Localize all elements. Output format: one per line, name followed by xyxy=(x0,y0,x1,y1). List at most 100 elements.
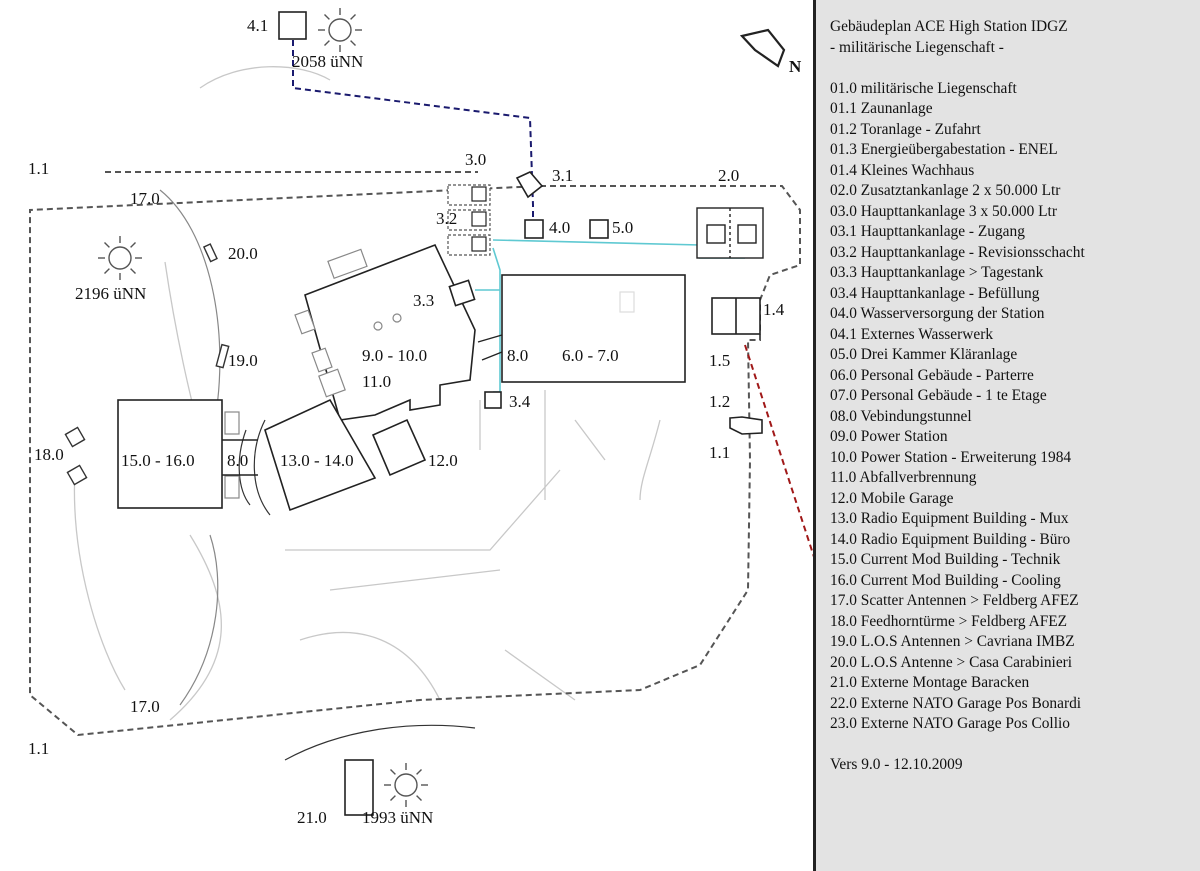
label-15-16: 15.0 - 16.0 xyxy=(121,451,195,470)
legend-item: 13.0 Radio Equipment Building - Mux xyxy=(830,510,1069,527)
bldg-15-16 xyxy=(117,399,223,509)
tank-farm-3-0 xyxy=(447,184,491,256)
feedhorn-18b xyxy=(66,464,88,486)
label-3-3: 3.3 xyxy=(413,291,435,310)
label-1-4: 1.4 xyxy=(763,300,785,319)
legend-item: 22.0 Externe NATO Garage Pos Bonardi xyxy=(830,694,1082,712)
tank-farm-2-0 xyxy=(696,207,764,259)
north-label: N xyxy=(789,57,802,76)
legend-item: 03.2 Haupttankanlage - Revisionsschacht xyxy=(830,243,1085,261)
legend-item: 03.4 Haupttankanlage - Befüllung xyxy=(830,284,1040,302)
label-20-0: 20.0 xyxy=(228,244,258,263)
scatter-arc-17b xyxy=(179,534,219,706)
legend-item: 20.0 L.O.S Antenne > Casa Carabinieri xyxy=(830,653,1073,671)
bldg-4-1 xyxy=(278,11,307,40)
label-4-0: 4.0 xyxy=(549,218,571,237)
legend-item: 04.0 Wasserversorgung der Station xyxy=(830,305,1045,322)
legend-item: 19.0 L.O.S Antennen > Cavriana IMBZ xyxy=(830,633,1075,650)
water-line xyxy=(292,40,534,228)
legend-item: 06.0 Personal Gebäude - Parterre xyxy=(830,366,1034,384)
legend-item: 03.1 Haupttankanlage - Zugang xyxy=(830,223,1025,240)
legend-item: 03.3 Haupttankanlage > Tagestank xyxy=(830,264,1044,281)
legend-item: 05.0 Drei Kammer Kläranlage xyxy=(830,346,1018,363)
legend-item: 10.0 Power Station - Erweiterung 1984 xyxy=(830,448,1072,466)
legend-item: 02.0 Zusatztankanlage 2 x 50.000 Ltr xyxy=(830,182,1061,199)
label-9-10: 9.0 - 10.0 xyxy=(362,346,428,365)
tunnel-connectors xyxy=(222,334,503,476)
tank-access-3-1 xyxy=(515,171,544,199)
legend-item: 08.0 Vebindungstunnel xyxy=(830,407,972,425)
legend-subtitle: - militärische Liegenschaft - xyxy=(830,38,1004,56)
legend-item: 01.2 Toranlage - Zufahrt xyxy=(830,120,981,138)
legend-item: 12.0 Mobile Garage xyxy=(830,489,954,507)
bldg-13-14 xyxy=(264,398,377,512)
legend-item: 01.0 militärische Liegenschaft xyxy=(830,79,1017,97)
bldg-6-7 xyxy=(501,274,686,383)
day-tank-3-3 xyxy=(448,279,476,307)
label-8-0-b: 8.0 xyxy=(227,451,249,470)
elevation-left: 2196 üNN xyxy=(75,284,147,303)
bldg-21 xyxy=(344,759,374,816)
legend-item: 16.0 Current Mod Building - Cooling xyxy=(830,571,1061,589)
legend-panel: Gebäudeplan ACE High Station IDGZ - mili… xyxy=(813,0,1200,871)
legend-item: 11.0 Abfallverbrennung xyxy=(830,469,977,486)
antenna-19 xyxy=(215,343,230,369)
label-17-0-b: 17.0 xyxy=(130,697,160,716)
legend-version: Vers 9.0 - 12.10.2009 xyxy=(830,756,963,773)
legend-item: 03.0 Haupttankanlage 3 x 50.000 Ltr xyxy=(830,202,1057,220)
legend-item: 23.0 Externe NATO Garage Pos Collio xyxy=(830,715,1070,732)
label-1-1: 1.1 xyxy=(28,159,50,178)
label-8-0-a: 8.0 xyxy=(507,346,529,365)
label-1-5: 1.5 xyxy=(709,351,731,370)
legend-item: 14.0 Radio Equipment Building - Büro xyxy=(830,530,1071,548)
label-2-0: 2.0 xyxy=(718,166,740,185)
legend-item: 04.1 Externes Wasserwerk xyxy=(830,325,994,343)
north-arrow-icon xyxy=(739,28,786,68)
site-plan: 4.1 2058 üNN 1.1 3.0 3.1 2.0 17.0 3.2 4.… xyxy=(28,7,813,827)
label-21-0: 21.0 xyxy=(297,808,327,827)
tunnel-arc-inner xyxy=(238,429,251,506)
septic-5-0 xyxy=(589,219,609,239)
sun-icon xyxy=(383,762,429,808)
road-line xyxy=(284,724,476,761)
label-3-2: 3.2 xyxy=(436,209,458,228)
terrain-lines xyxy=(73,66,661,721)
fence-line xyxy=(29,171,801,737)
label-3-4: 3.4 xyxy=(509,392,531,411)
label-1-2: 1.2 xyxy=(709,392,731,411)
antenna-20 xyxy=(202,243,218,263)
label-11-0: 11.0 xyxy=(362,372,392,391)
legend-item: 09.0 Power Station xyxy=(830,428,948,445)
legend-item: 17.0 Scatter Antennen > Feldberg AFEZ xyxy=(830,592,1079,609)
label-12-0: 12.0 xyxy=(428,451,458,470)
tank-fill-3-4 xyxy=(484,391,502,409)
legend-list: 01.0 militärische Liegenschaft 01.1 Zauna… xyxy=(830,79,1200,735)
label-13-14: 13.0 - 14.0 xyxy=(280,451,354,470)
water-supply-4-0 xyxy=(524,219,544,239)
bldg-12 xyxy=(371,418,427,477)
legend-item: 01.4 Kleines Wachhaus xyxy=(830,161,975,179)
gate-1-2 xyxy=(729,416,763,435)
legend-item: 01.1 Zaunanlage xyxy=(830,100,933,117)
legend-item: 18.0 Feedhorntürme > Feldberg AFEZ xyxy=(830,612,1068,630)
tunnel-arc-left xyxy=(253,419,271,516)
legend-item: 15.0 Current Mod Building - Technik xyxy=(830,551,1061,568)
label-4-1: 4.1 xyxy=(247,16,269,35)
label-1-1-c: 1.1 xyxy=(28,739,50,758)
elevation-bottom: 1993 üNN xyxy=(362,808,434,827)
elevation-top: 2058 üNN xyxy=(292,52,364,71)
legend-title: Gebäudeplan ACE High Station IDGZ xyxy=(830,18,1068,35)
label-17-0: 17.0 xyxy=(130,189,160,208)
legend-item: 07.0 Personal Gebäude - 1 te Etage xyxy=(830,387,1047,404)
label-3-0: 3.0 xyxy=(465,150,487,169)
annex-boxes xyxy=(224,248,635,499)
legend-item: 01.3 Energieübergabestation - ENEL xyxy=(830,141,1058,158)
sun-icon xyxy=(317,7,363,53)
label-6-7: 6.0 - 7.0 xyxy=(562,346,619,365)
scatter-arc-17 xyxy=(159,189,221,421)
feedhorn-18a xyxy=(64,426,86,448)
label-18-0: 18.0 xyxy=(34,445,64,464)
label-19-0: 19.0 xyxy=(228,351,258,370)
sun-icon xyxy=(97,235,143,281)
label-1-1-b: 1.1 xyxy=(709,443,731,462)
